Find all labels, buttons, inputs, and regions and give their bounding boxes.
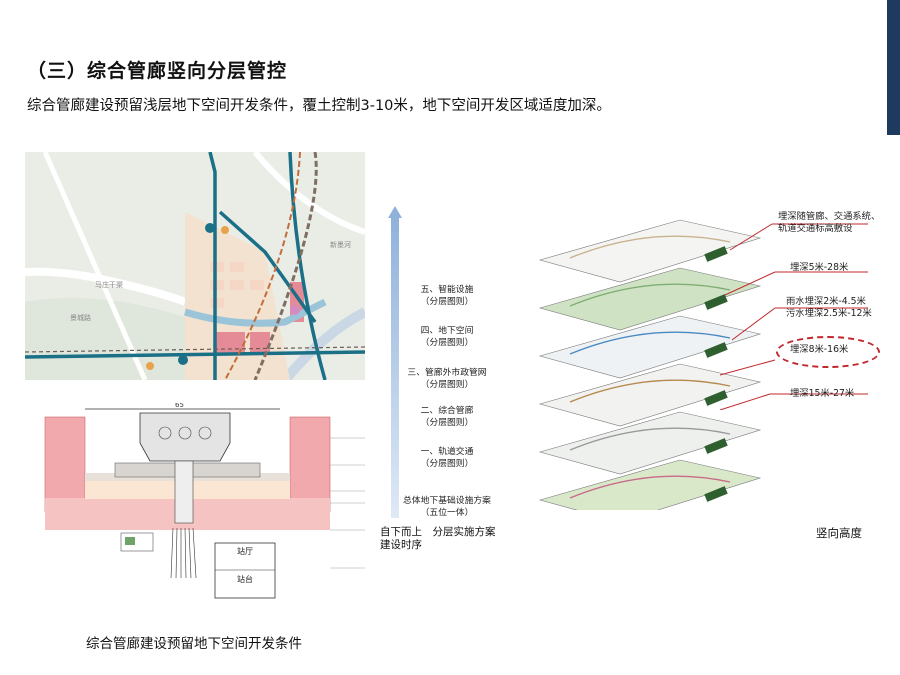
layer-plane (538, 219, 762, 283)
callout-pipe-gallery: 埋深8米-16米 (790, 344, 848, 356)
sequence-axis-label-line1: 自下而上 分层实施方案 (380, 526, 496, 538)
layer-tag (704, 294, 728, 310)
phase-5-name: 五、智能设施 (420, 285, 474, 295)
site-plan-map: 马庄干渠 景城路 新墨河 (25, 152, 365, 380)
layer-network-line (569, 475, 731, 499)
pipe-gallery-cross-section: 65 站厅 站台 (25, 403, 370, 608)
phase-1-note: （分层图则） (420, 459, 474, 469)
callout-1-line1: 埋深随管廊、交通系统、 (778, 211, 881, 222)
map-label-river: 新墨河 (330, 240, 351, 249)
sequence-axis-label-line2: 建设时序 (380, 539, 422, 551)
section-width-dimension: 65 (175, 403, 184, 409)
layer-tag (704, 342, 728, 358)
layer-tag (704, 246, 728, 262)
layer-tag (704, 390, 728, 406)
callout-1-line2: 轨道交通标高敷设 (778, 223, 853, 234)
callout-4-line1: 埋深8米-16米 (790, 344, 849, 355)
callout-municipal-pipes: 雨水埋深2米-4.5米 污水埋深2.5米-12米 (786, 296, 872, 320)
layer-network-line (569, 283, 731, 307)
phase-4-name: 四、地下空间 (420, 326, 474, 336)
callout-rail-transit: 埋深15米-27米 (790, 388, 854, 400)
slide-title: （三）综合管廊竖向分层管控 (27, 60, 288, 82)
callout-3-line1: 雨水埋深2米-4.5米 (786, 296, 866, 307)
phase-5: 五、智能设施 （分层图则） (402, 284, 492, 308)
callout-leaders (719, 223, 868, 410)
phase-4-note: （分层图则） (420, 338, 474, 348)
phase-base: 总体地下基础设施方案 （五位一体） (402, 495, 492, 519)
phase-2-note: （分层图则） (420, 418, 474, 428)
phase-1-name: 一、轨道交通 (420, 447, 474, 457)
highlight-ellipse (776, 336, 880, 368)
layer-network-line (569, 379, 731, 403)
callout-3-line2: 污水埋深2.5米-12米 (786, 308, 872, 319)
callout-5-line1: 埋深15米-27米 (790, 388, 855, 399)
phase-3-note: （分层图则） (420, 380, 474, 390)
phase-4: 四、地下空间 （分层图则） (402, 325, 492, 349)
phase-3-name: 三、管廊外市政管网 (407, 368, 487, 378)
slide-accent-bar (887, 0, 900, 135)
layer-network-line (569, 427, 731, 451)
layer-stack-diagram (530, 210, 770, 510)
platform-label: 站台 (237, 574, 253, 584)
layer-network-line (569, 331, 731, 355)
map-label-road: 景城路 (70, 313, 91, 322)
layer-tag (704, 486, 728, 502)
slide-subtitle: 综合管廊建设预留浅层地下空间开发条件，覆土控制3-10米，地下空间开发区域适度加… (27, 98, 611, 114)
map-label-canal: 马庄干渠 (95, 280, 123, 289)
phase-2-name: 二、综合管廊 (420, 406, 474, 416)
phase-2: 二、综合管廊 （分层图则） (402, 405, 492, 429)
layer-plane (538, 267, 762, 331)
callout-2-line1: 埋深5米-28米 (790, 262, 849, 273)
sequence-arrow (388, 206, 402, 518)
layer-plane (538, 411, 762, 475)
phase-5-note: （分层图则） (420, 297, 474, 307)
layer-plane (538, 459, 762, 510)
section-caption: 综合管廊建设预留地下空间开发条件 (86, 636, 302, 652)
phase-1: 一、轨道交通 （分层图则） (402, 446, 492, 470)
sequence-axis-label: 自下而上 分层实施方案 建设时序 (380, 526, 496, 552)
station-hall-label: 站厅 (237, 546, 253, 556)
callout-smart-facilities: 埋深随管廊、交通系统、 轨道交通标高敷设 (778, 211, 880, 235)
layer-network-line (569, 235, 731, 259)
layer-tag (704, 438, 728, 454)
phase-3: 三、管廊外市政管网 （分层图则） (402, 367, 492, 391)
callout-underground-space: 埋深5米-28米 (790, 262, 848, 274)
phase-base-note: （五位一体） (420, 508, 474, 518)
layer-plane (538, 363, 762, 427)
phase-base-name: 总体地下基础设施方案 (403, 496, 491, 506)
layers-caption: 竖向高度 (816, 526, 862, 540)
layer-plane (538, 315, 762, 379)
